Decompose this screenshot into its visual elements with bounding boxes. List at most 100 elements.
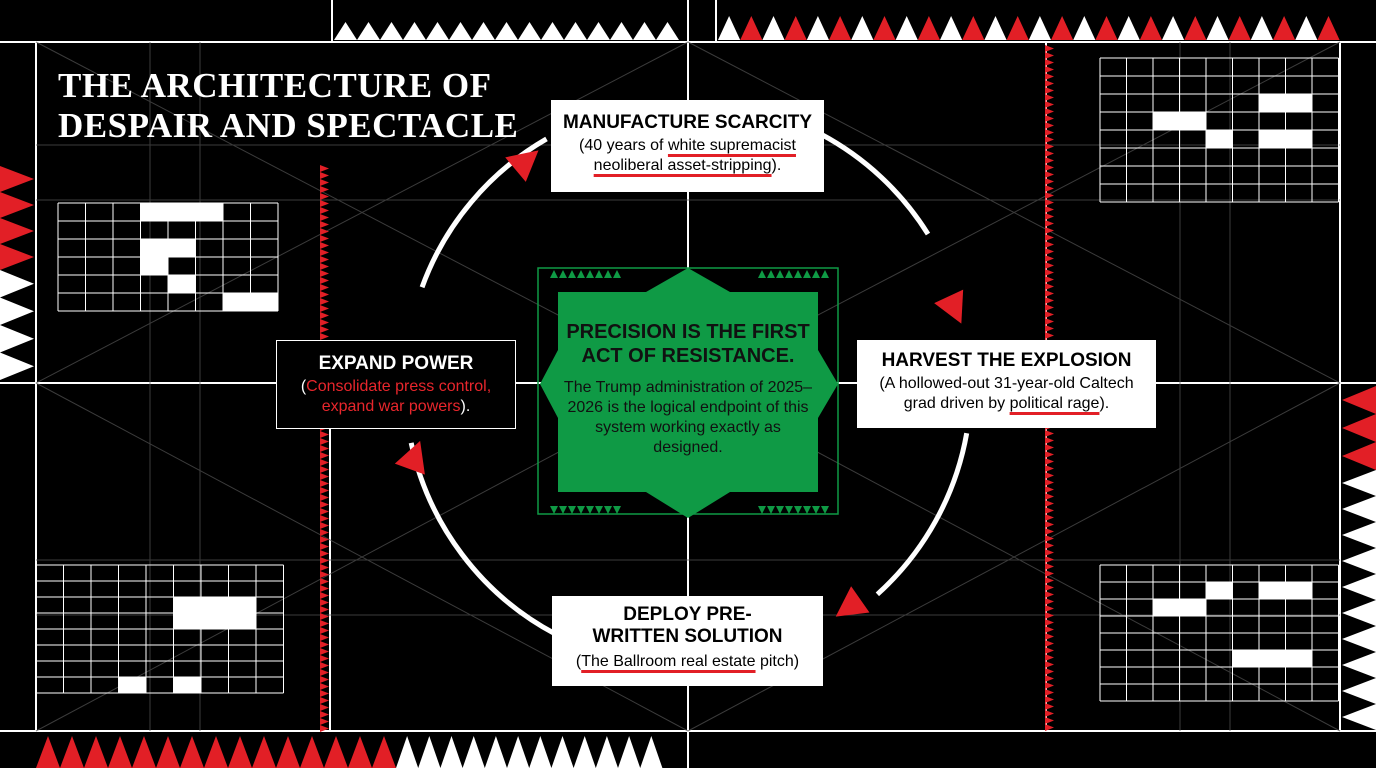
triangle: [472, 22, 495, 40]
center-tooth: [767, 506, 775, 514]
center-tooth: [794, 506, 802, 514]
triangle: [1342, 704, 1376, 730]
sawtooth: [320, 284, 329, 291]
sawtooth: [320, 277, 329, 284]
triangle: [1140, 16, 1162, 40]
triangle: [0, 218, 34, 244]
triangle: [449, 22, 472, 40]
triangle: [984, 16, 1006, 40]
sawtooth: [1045, 164, 1054, 171]
center-tooth: [577, 506, 585, 514]
sawtooth: [320, 270, 329, 277]
sawtooth: [1045, 451, 1054, 458]
sawtooth: [320, 669, 329, 676]
triangle: [0, 325, 34, 353]
sawtooth: [1045, 136, 1054, 143]
triangle: [228, 736, 252, 768]
sawtooth: [320, 683, 329, 690]
sawtooth: [320, 179, 329, 186]
triangle: [418, 736, 440, 768]
grid-cell: [1153, 112, 1206, 130]
sawtooth: [1045, 143, 1054, 150]
center-tooth: [586, 506, 594, 514]
sawtooth: [1045, 507, 1054, 514]
grid-cell: [141, 257, 169, 275]
triangle: [0, 270, 34, 298]
center-tooth: [767, 270, 775, 278]
sawtooth: [1045, 598, 1054, 605]
sawtooth: [1045, 682, 1054, 689]
triangle: [1342, 522, 1376, 548]
sawtooth: [320, 452, 329, 459]
triangle: [633, 22, 656, 40]
sawtooth: [320, 186, 329, 193]
sawtooth: [320, 487, 329, 494]
triangle: [1342, 678, 1376, 704]
sawtooth: [1045, 591, 1054, 598]
sawtooth: [1045, 724, 1054, 731]
center-tooth: [776, 270, 784, 278]
sawtooth: [1045, 521, 1054, 528]
sawtooth: [320, 256, 329, 263]
sawtooth: [1045, 528, 1054, 535]
sawtooth: [320, 494, 329, 501]
sawtooth: [1045, 206, 1054, 213]
triangle: [507, 736, 529, 768]
sawtooth: [1045, 185, 1054, 192]
triangle: [962, 16, 984, 40]
sawtooth: [320, 431, 329, 438]
sawtooth: [320, 655, 329, 662]
triangle: [84, 736, 108, 768]
grid-cell: [119, 677, 147, 693]
sawtooth: [320, 333, 329, 340]
sawtooth: [1045, 80, 1054, 87]
sawtooth: [320, 242, 329, 249]
triangle: [440, 736, 462, 768]
sawtooth: [1045, 157, 1054, 164]
sawtooth: [1045, 689, 1054, 696]
sawtooth: [1045, 605, 1054, 612]
center-message: PRECISION IS THE FIRST ACT OF RESISTANCE…: [562, 320, 814, 458]
sawtooth: [320, 445, 329, 452]
grid-cell: [223, 293, 278, 311]
triangle: [1206, 16, 1228, 40]
center-tooth: [812, 506, 820, 514]
triangle: [610, 22, 633, 40]
grid-cell: [1206, 582, 1233, 599]
node-heading: HARVEST THE EXPLOSION: [857, 350, 1156, 372]
triangle: [896, 16, 918, 40]
triangle: [0, 244, 34, 270]
sawtooth: [320, 515, 329, 522]
triangle: [551, 736, 573, 768]
sawtooth: [1045, 633, 1054, 640]
sawtooth: [1045, 325, 1054, 332]
triangle: [495, 22, 518, 40]
sawtooth: [1045, 437, 1054, 444]
grid-cell: [174, 613, 257, 629]
sawtooth: [1045, 612, 1054, 619]
sawtooth: [1045, 269, 1054, 276]
triangle: [380, 22, 403, 40]
sawtooth: [1045, 458, 1054, 465]
triangle: [60, 736, 84, 768]
sawtooth: [1045, 563, 1054, 570]
sawtooth: [320, 326, 329, 333]
triangle: [785, 16, 807, 40]
node-deploy-solution: DEPLOY PRE-WRITTEN SOLUTION (The Ballroo…: [552, 596, 823, 686]
sawtooth: [1045, 479, 1054, 486]
triangle: [180, 736, 204, 768]
triangle: [1317, 16, 1339, 40]
sawtooth: [320, 550, 329, 557]
triangle: [829, 16, 851, 40]
cycle-arc: [411, 443, 555, 634]
triangle: [1342, 414, 1376, 442]
grid-cell: [141, 203, 224, 221]
sawtooth: [1045, 710, 1054, 717]
triangle: [574, 736, 596, 768]
triangle: [541, 22, 564, 40]
sawtooth: [1045, 241, 1054, 248]
sawtooth: [320, 291, 329, 298]
triangle: [1342, 386, 1376, 414]
node-detail: (40 years of white supremacist neolibera…: [551, 136, 824, 176]
sawtooth: [320, 480, 329, 487]
